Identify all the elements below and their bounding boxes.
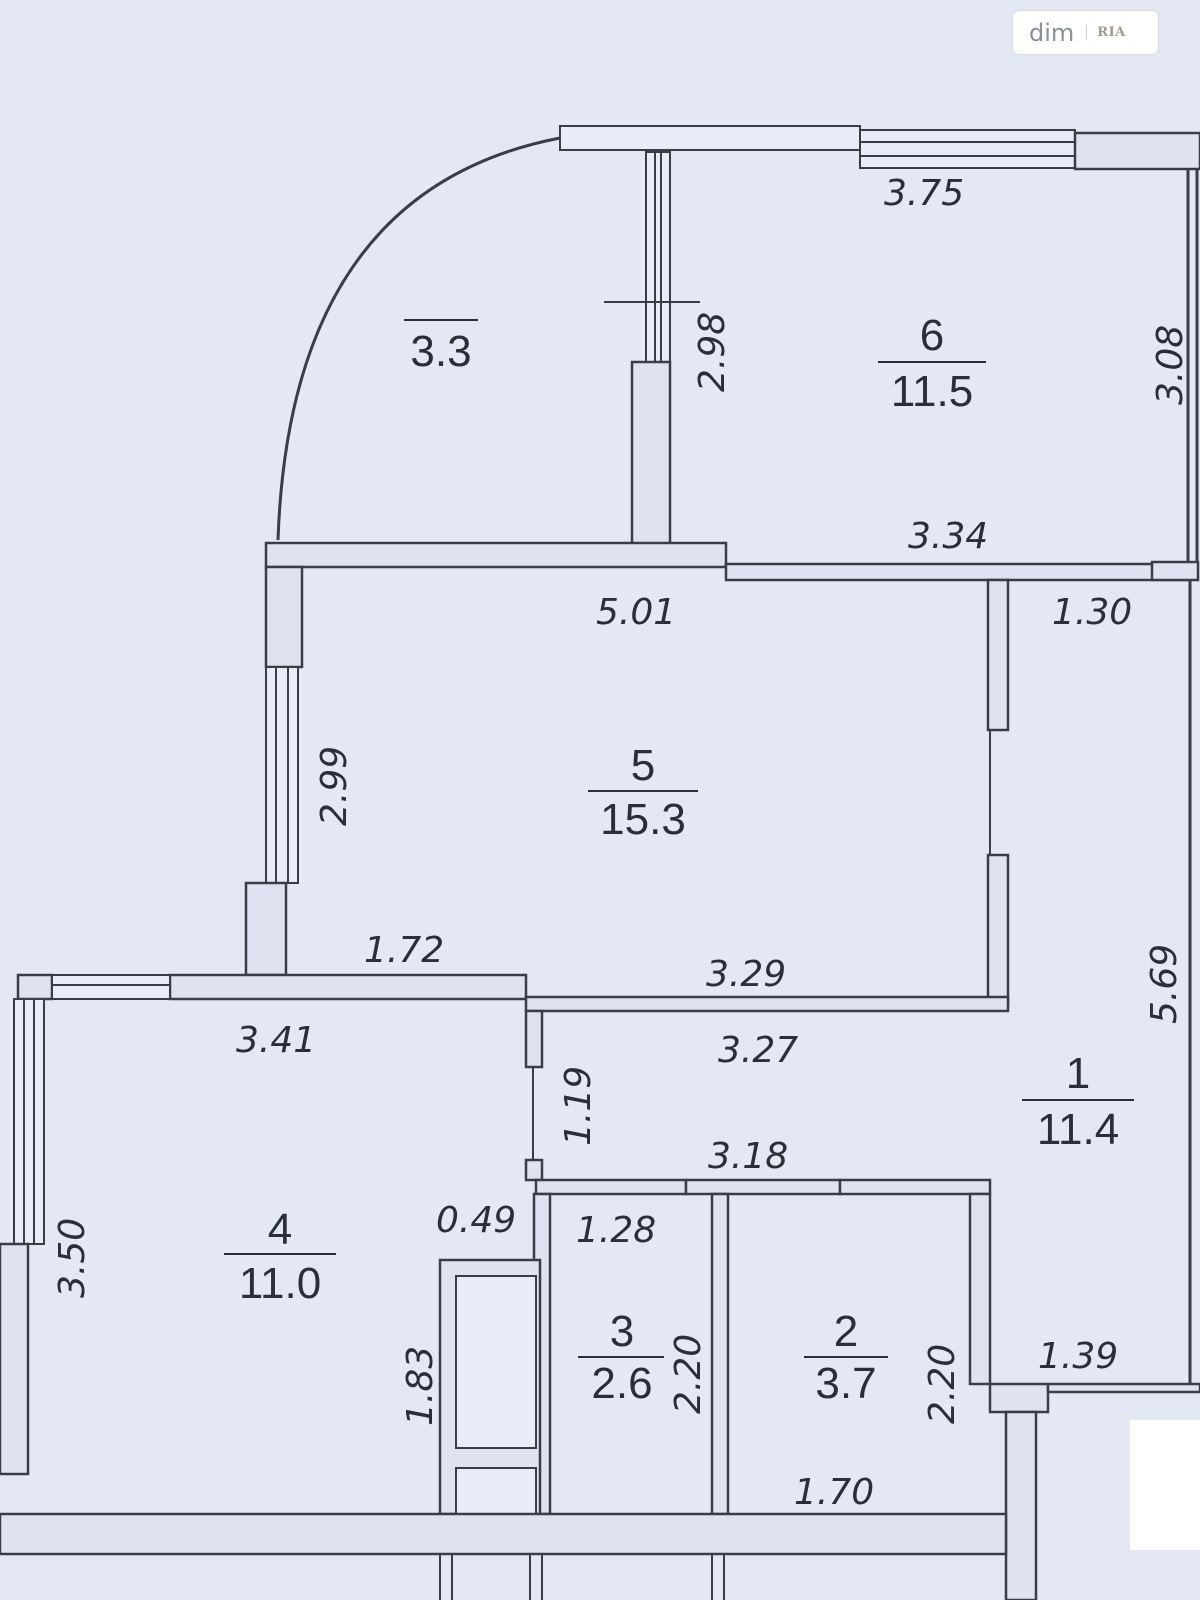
dim-bottom-room-5-right: 3.29	[706, 954, 786, 995]
dim-corridor-side: 1.19	[558, 1066, 599, 1146]
room-area: 11.0	[239, 1259, 321, 1308]
wall-room-5-room-1	[986, 578, 1010, 732]
dim-corridor-top: 3.27	[718, 1030, 798, 1071]
dim-bottom-room-2: 1.70	[794, 1472, 874, 1513]
wall-bottom	[0, 1512, 1008, 1556]
room-area: 3.7	[815, 1359, 876, 1408]
room-area: 11.5	[891, 367, 973, 416]
wall-room-6-room-5	[724, 562, 1190, 582]
dim-top-room-3: 1.28	[576, 1210, 656, 1251]
dim-ria-logo[interactable]: dim RIA	[1013, 11, 1158, 54]
room-number: 6	[920, 311, 944, 360]
room-number: 4	[268, 1205, 292, 1254]
room-1: 1 11.4	[1022, 1049, 1134, 1154]
dim-right-room-6: 3.08	[1150, 325, 1191, 405]
dim-right-room-1: 5.69	[1144, 944, 1185, 1024]
dim-balcony-side: 2.98	[692, 312, 733, 392]
entry-wall	[1004, 1410, 1038, 1600]
dim-bottom-room-6: 3.34	[908, 516, 988, 557]
room-5: 5 15.3	[588, 741, 698, 844]
room-number: 3	[610, 1307, 634, 1356]
room-4: 4 11.0	[224, 1205, 336, 1308]
room-3: 3 2.6	[578, 1307, 664, 1408]
window-top-room-6	[859, 129, 1076, 169]
dim-right-room-3: 2.20	[668, 1334, 709, 1414]
room-balcony: 3.3	[404, 319, 478, 376]
room-area: 3.3	[410, 327, 471, 376]
balcony-door	[645, 151, 671, 363]
dim-top-room-1: 1.30	[1052, 592, 1132, 633]
balcony-curve	[276, 136, 561, 541]
dim-entry: 1.39	[1038, 1336, 1118, 1377]
dim-niche-height: 1.83	[400, 1346, 441, 1426]
room-number: 2	[834, 1307, 858, 1356]
wall-balcony-room-5	[264, 541, 728, 569]
room-area: 2.6	[591, 1359, 652, 1408]
dim-left-room-4: 3.50	[52, 1218, 93, 1298]
window-top-balcony	[559, 125, 861, 151]
dim-top-room-6: 3.75	[884, 173, 964, 214]
dim-top-room-5: 5.01	[596, 592, 676, 633]
wall-room-3-room-2	[710, 1192, 730, 1516]
wall-room-5-room-4	[168, 973, 528, 1001]
dim-corridor-bottom: 3.18	[708, 1136, 788, 1177]
dim-bottom-room-5-left: 1.72	[364, 930, 444, 971]
dim-right-room-2: 2.20	[922, 1344, 963, 1424]
wall-corridor-room-3	[534, 1178, 688, 1196]
window-room-5	[265, 666, 299, 884]
dim-left-room-5: 2.99	[314, 746, 355, 826]
dim-niche: 0.49	[436, 1200, 516, 1241]
room-number: 5	[631, 741, 655, 790]
room-number: 1	[1066, 1049, 1090, 1098]
window-room-4-left	[13, 998, 45, 1245]
room-area: 11.4	[1037, 1105, 1119, 1154]
logo-text: dim	[1029, 18, 1075, 47]
room-6: 6 11.5	[878, 311, 986, 416]
room-2: 2 3.7	[804, 1307, 888, 1408]
balcony-wall	[630, 360, 672, 549]
logo-mark: RIA	[1086, 25, 1125, 40]
window-room-4-top	[51, 974, 171, 1000]
wall-top-right	[1073, 131, 1200, 171]
dim-top-room-4: 3.41	[236, 1020, 316, 1061]
room-area: 15.3	[600, 795, 686, 844]
